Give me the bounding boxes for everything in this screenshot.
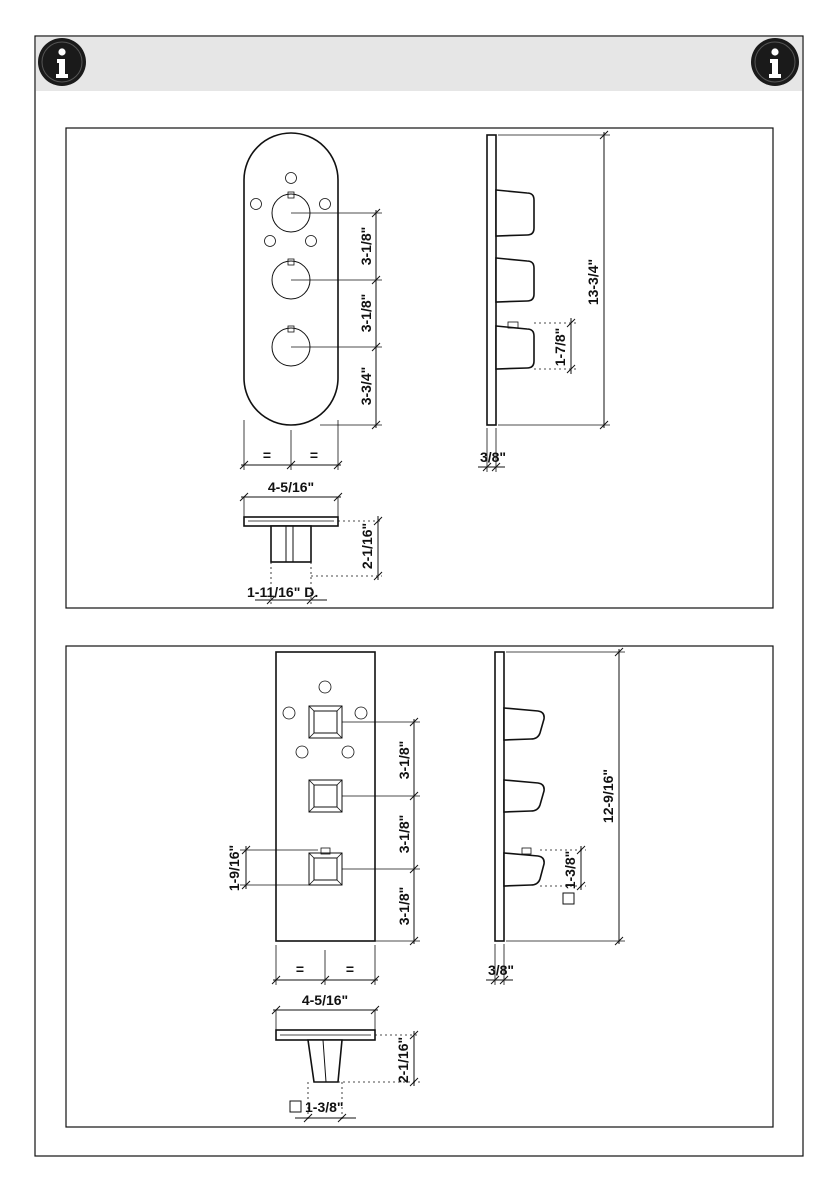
- dim-label: 2-1/16": [395, 1037, 411, 1083]
- side-handle: [496, 326, 534, 369]
- top-top-view: 4-5/16" 2-1/16" 1-11/16" D.: [240, 479, 382, 604]
- side-handle: [504, 780, 544, 812]
- dim-label: 4-5/16": [268, 479, 314, 495]
- top-equal-dimensions: = =: [240, 420, 342, 470]
- side-plate: [495, 652, 504, 941]
- dim-label: =: [296, 961, 304, 977]
- dim-label: =: [346, 961, 354, 977]
- dim-label: 3-1/8": [396, 815, 412, 854]
- side-handle: [496, 258, 534, 302]
- dim-label: 3-1/8": [358, 294, 374, 333]
- dim-label: 1-3/8": [305, 1099, 344, 1115]
- bottom-top-view: 4-5/16" 2-1/16" 1-3/8": [272, 992, 420, 1122]
- side-plate: [487, 135, 496, 425]
- dim-label: 3-1/8": [396, 741, 412, 780]
- panel-bottom-frame: [66, 646, 773, 1127]
- bottom-equal-dimensions: = =: [272, 945, 379, 985]
- square-symbol-icon: [563, 893, 574, 904]
- dim-label: 3-3/4": [358, 367, 374, 406]
- dim-label: 1-9/16": [226, 845, 242, 891]
- dim-label: 1-7/8": [552, 328, 568, 367]
- dim-label: 3-1/8": [396, 887, 412, 926]
- side-handle: [504, 708, 544, 740]
- info-icon: [38, 38, 86, 86]
- knob-body: [271, 526, 311, 562]
- dim-label: 4-5/16": [302, 992, 348, 1008]
- info-icon: [751, 38, 799, 86]
- dim-label: =: [310, 447, 318, 463]
- dim-label: 12-9/16": [600, 769, 616, 823]
- plate-top: [244, 517, 338, 526]
- dim-label: 3/8": [480, 449, 506, 465]
- top-front-view: [244, 133, 338, 425]
- bottom-front-view: [276, 652, 375, 941]
- page-frame: [35, 36, 803, 1156]
- top-side-view: 13-3/4" 1-7/8" 3/8": [478, 131, 610, 472]
- dim-label: =: [263, 447, 271, 463]
- dim-label: 3/8": [488, 962, 514, 978]
- dim-label: 1-11/16" D.: [247, 584, 318, 600]
- dim-label: 3-1/8": [358, 227, 374, 266]
- oval-plate: [244, 133, 338, 425]
- side-handle: [504, 853, 544, 886]
- bottom-side-view: 12-9/16" 1-3/8" 3/8": [486, 648, 625, 985]
- dim-label: 2-1/16": [359, 523, 375, 569]
- rect-plate: [276, 652, 375, 941]
- dim-label: 13-3/4": [585, 259, 601, 305]
- header-bar: [36, 37, 802, 91]
- square-symbol-icon: [290, 1101, 301, 1112]
- side-handle: [496, 190, 534, 236]
- panel-top-frame: [66, 128, 773, 608]
- dim-label: 1-3/8": [562, 851, 578, 890]
